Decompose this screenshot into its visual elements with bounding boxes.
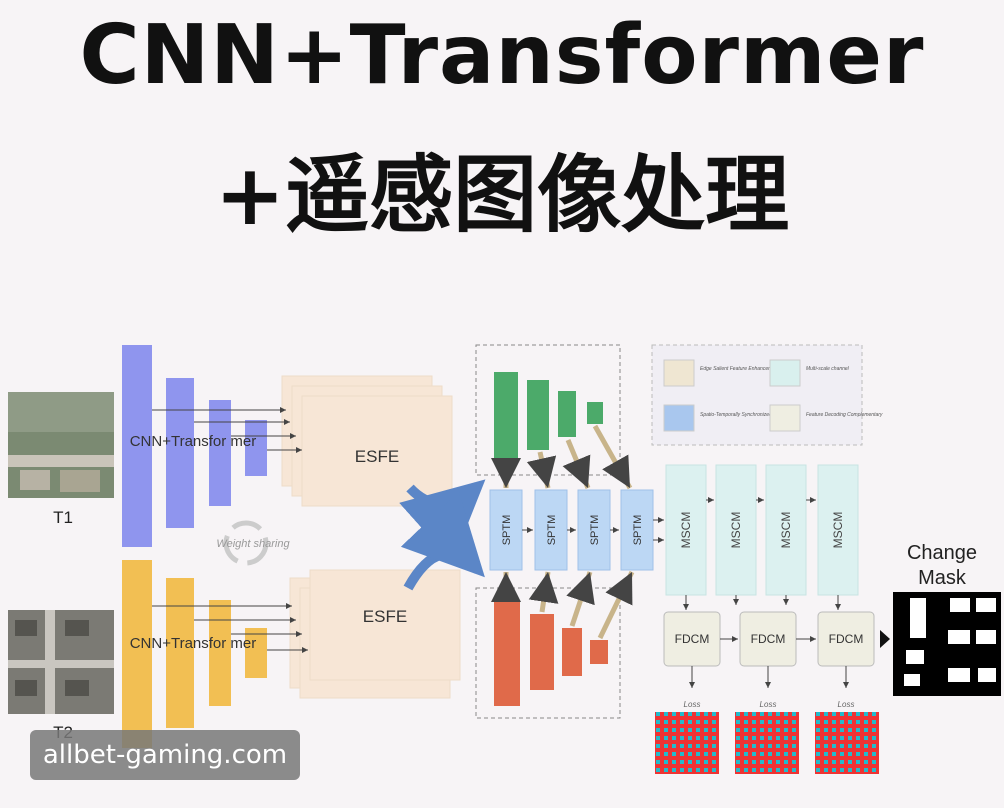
output-arrow-icon — [880, 630, 890, 648]
loss-heatmaps — [655, 712, 879, 774]
legend-label-1: Edge Salient Feature Enhancement — [700, 366, 780, 372]
legend-label-4: Feature Decoding Complementary — [806, 412, 883, 418]
mscm-label-4: MSCM — [831, 512, 845, 549]
input-image-t1 — [8, 392, 114, 498]
fdcm-label-3: FDCM — [829, 632, 864, 646]
main-title: CNN+Transformer — [79, 8, 925, 103]
curved-arrow-bottom — [400, 491, 485, 591]
encoder-bottom-label: CNN+Transfor mer — [130, 635, 257, 652]
legend-items: Edge Salient Feature Enhancement Multi-s… — [663, 359, 883, 432]
mscm-label-2: MSCM — [729, 512, 743, 549]
change-mask-image — [893, 592, 1001, 696]
esfe-bottom-label: ESFE — [363, 607, 407, 626]
sptm-label-1: SPTM — [501, 515, 513, 546]
fdcm-label-1: FDCM — [675, 632, 710, 646]
weight-sharing-icon — [223, 520, 269, 566]
esfe-top — [281, 375, 453, 507]
output-label-line1: Change — [907, 542, 977, 564]
weight-sharing-label: Weight sharing — [216, 538, 290, 550]
watermark: allbet-gaming.com — [30, 730, 300, 780]
mscm-label-1: MSCM — [679, 512, 693, 549]
sptm-label-2: SPTM — [546, 515, 558, 546]
input-image-t2 — [8, 610, 114, 714]
fdcm-modules — [663, 611, 875, 667]
sub-title: +遥感图像处理 — [214, 146, 790, 244]
loss-label-2: Loss — [760, 700, 777, 709]
encoder-to-esfe-arrows — [152, 407, 308, 653]
esfe-top-label: ESFE — [355, 447, 399, 466]
pyramid-top — [494, 372, 603, 464]
esfe-bottom — [289, 569, 461, 699]
encoder-top — [122, 345, 267, 547]
loss-label-3: Loss — [838, 700, 855, 709]
pyramid-to-sptm-arrows — [491, 424, 635, 640]
mscm-label-3: MSCM — [779, 512, 793, 549]
output-label-line2: Mask — [918, 567, 967, 589]
legend-label-2: Multi-scale channel — [806, 366, 850, 372]
sptm-label-4: SPTM — [632, 515, 644, 546]
fdcm-label-2: FDCM — [751, 632, 786, 646]
sptm-modules — [489, 489, 654, 571]
loss-label-1: Loss — [684, 700, 701, 709]
sptm-label-3: SPTM — [589, 515, 601, 546]
pyramid-bottom — [494, 602, 608, 706]
legend-label-3: Spatio-Temporally Synchronized — [700, 412, 772, 418]
encoder-bottom — [122, 560, 267, 748]
encoder-top-label: CNN+Transfor mer — [130, 433, 257, 450]
mscm-modules — [665, 464, 859, 596]
t1-label: T1 — [53, 508, 73, 527]
